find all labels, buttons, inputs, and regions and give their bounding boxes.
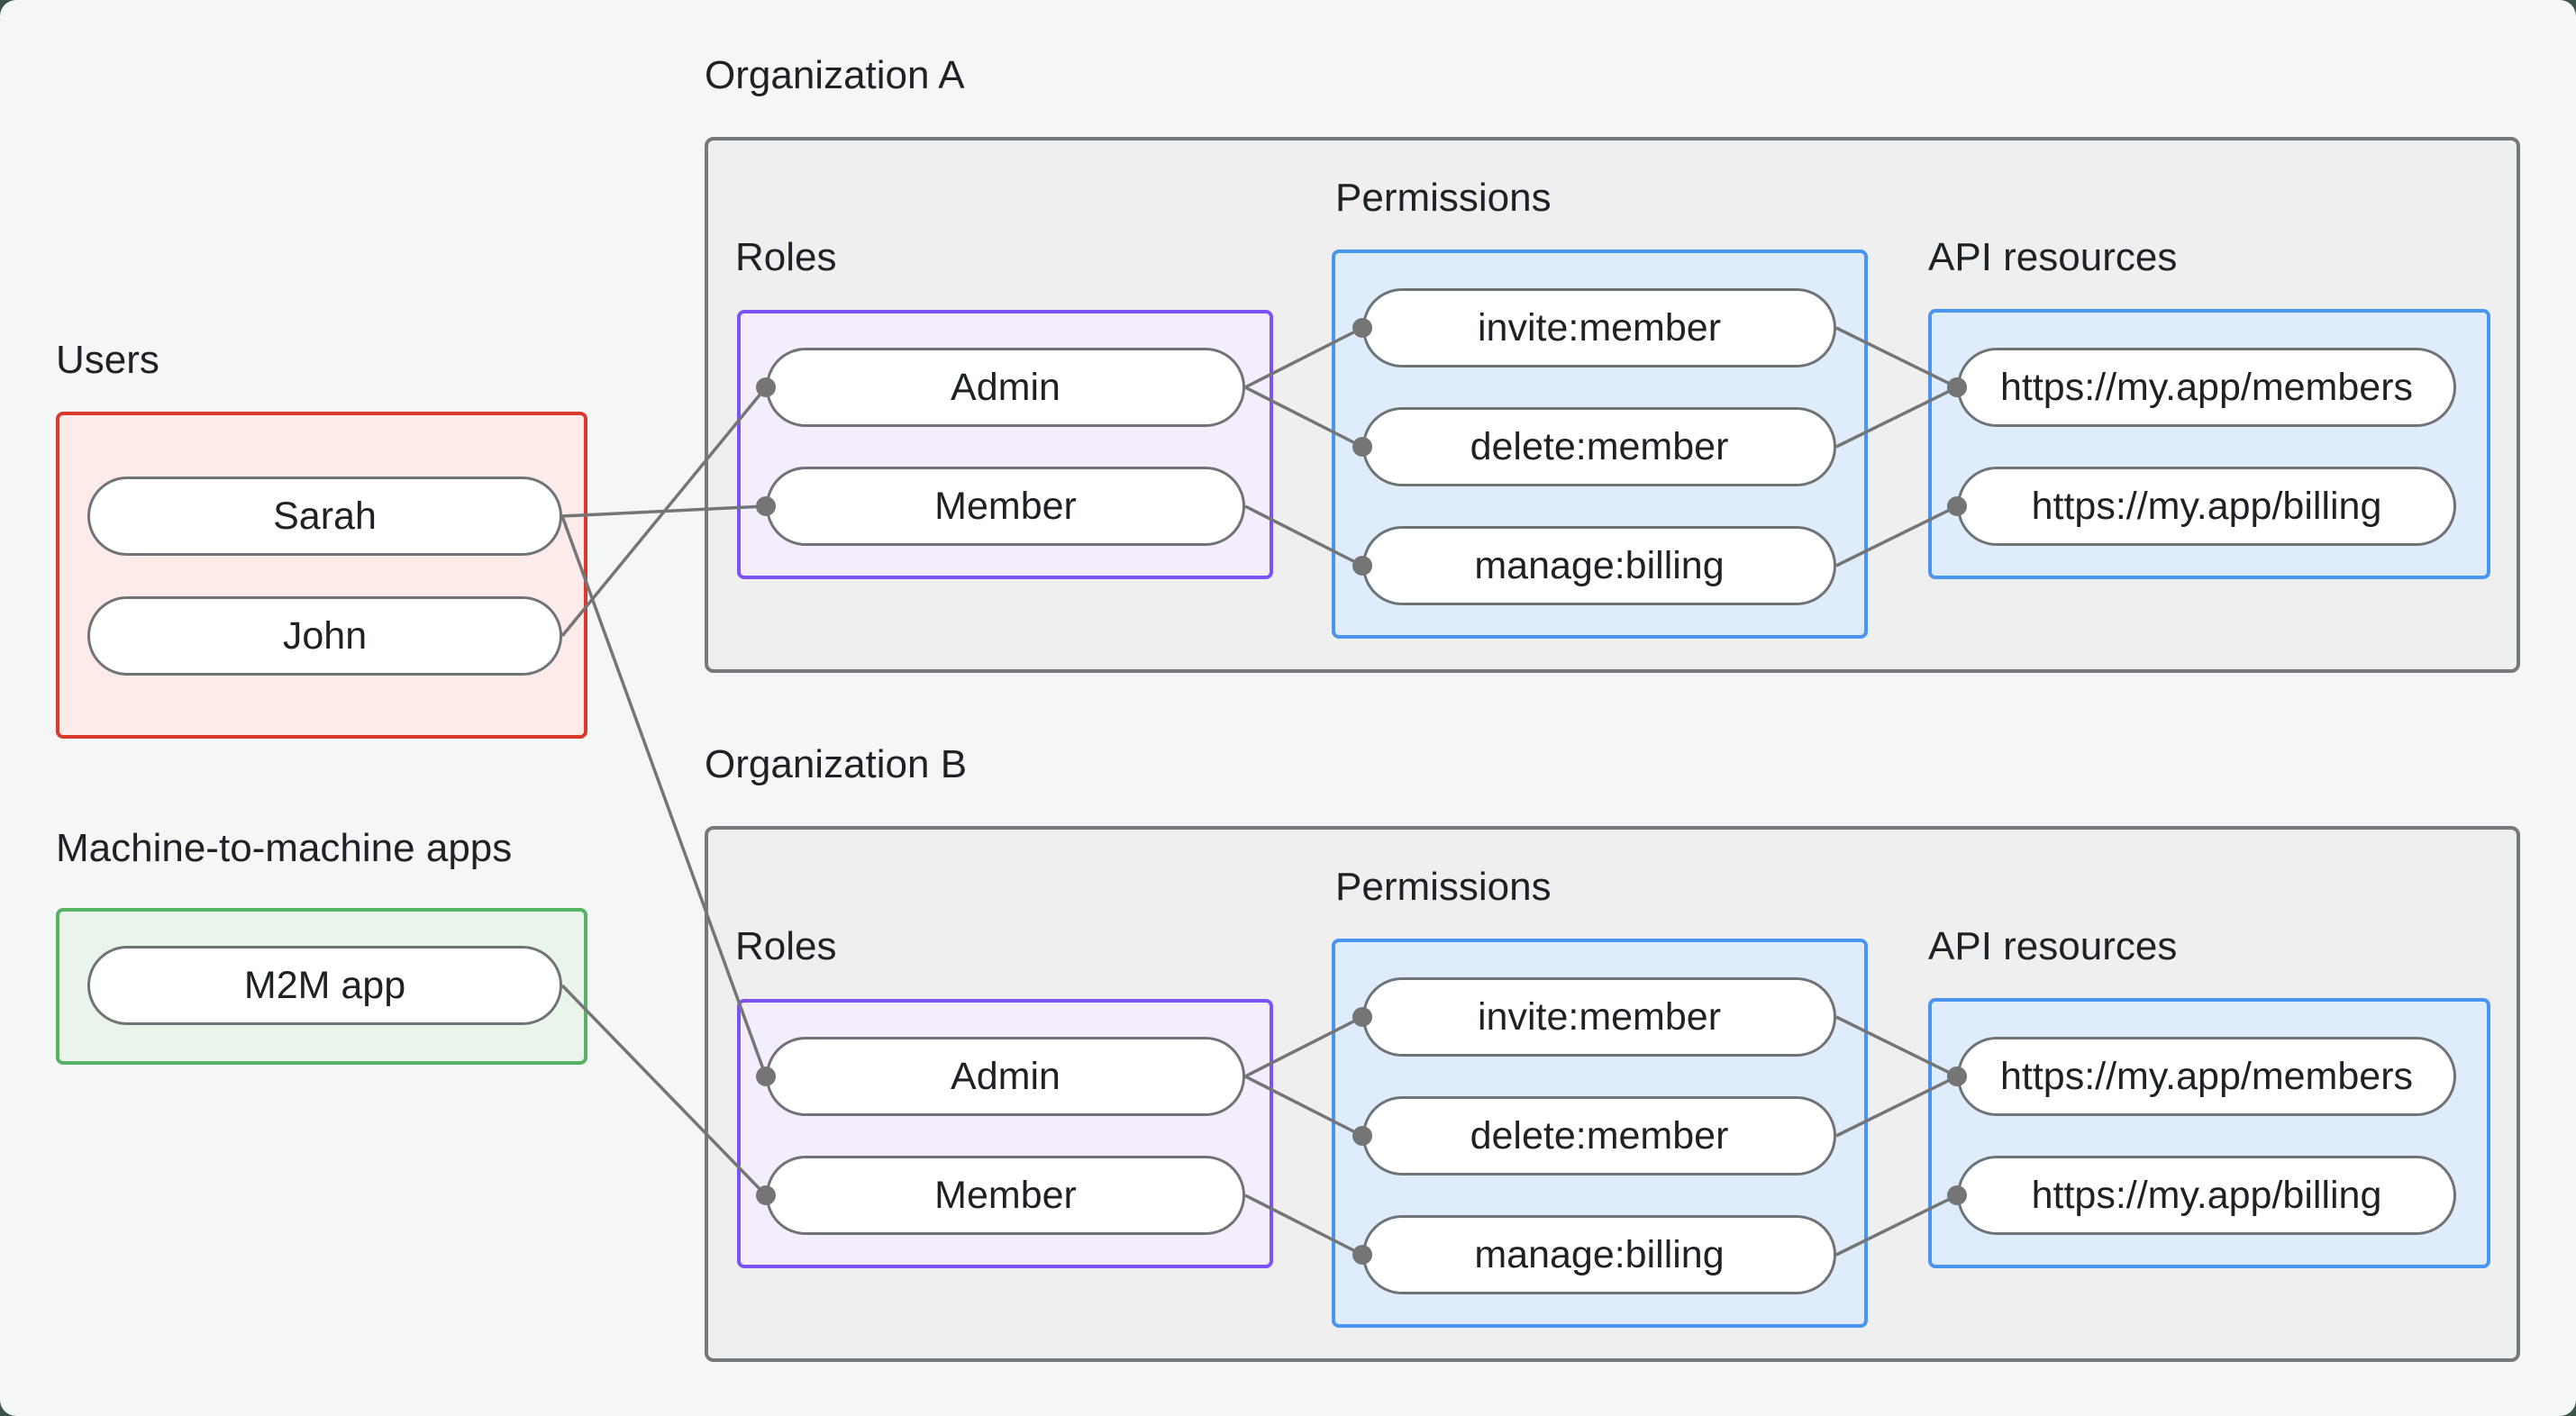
org-a-api-resources-label: API resources (1928, 235, 2178, 279)
org-b-permission-manage-billing: manage:billing (1362, 1215, 1836, 1294)
org-a-api-resource-members: https://my.app/members (1957, 348, 2456, 427)
org-b-permission-invite-member: invite:member (1362, 977, 1836, 1057)
m2m-app-node: M2M app (87, 946, 562, 1025)
org-b-api-resource-billing: https://my.app/billing (1957, 1156, 2456, 1235)
org-a-permission-invite-member: invite:member (1362, 288, 1836, 368)
org-a-roles-label: Roles (735, 235, 837, 279)
org-b-role-member: Member (766, 1156, 1245, 1235)
user-node-john: John (87, 596, 562, 676)
org-b-role-admin: Admin (766, 1037, 1245, 1116)
org-a-role-admin: Admin (766, 348, 1245, 427)
org-b-api-resource-members: https://my.app/members (1957, 1037, 2456, 1116)
org-b-permission-delete-member: delete:member (1362, 1096, 1836, 1175)
org-b-permissions-label: Permissions (1335, 865, 1552, 909)
org-a-permissions-label: Permissions (1335, 176, 1552, 220)
org-a-role-member: Member (766, 467, 1245, 546)
org-a-api-resource-billing: https://my.app/billing (1957, 467, 2456, 546)
org-b-api-resources-label: API resources (1928, 924, 2178, 968)
organization-b-label: Organization B (705, 742, 968, 786)
users-group-box (56, 412, 587, 739)
organization-a-label: Organization A (705, 53, 965, 97)
m2m-apps-label: Machine-to-machine apps (56, 826, 513, 870)
org-b-roles-label: Roles (735, 924, 837, 968)
user-node-sarah: Sarah (87, 477, 562, 556)
org-a-permission-delete-member: delete:member (1362, 407, 1836, 486)
users-label: Users (56, 338, 159, 382)
org-a-permission-manage-billing: manage:billing (1362, 526, 1836, 605)
